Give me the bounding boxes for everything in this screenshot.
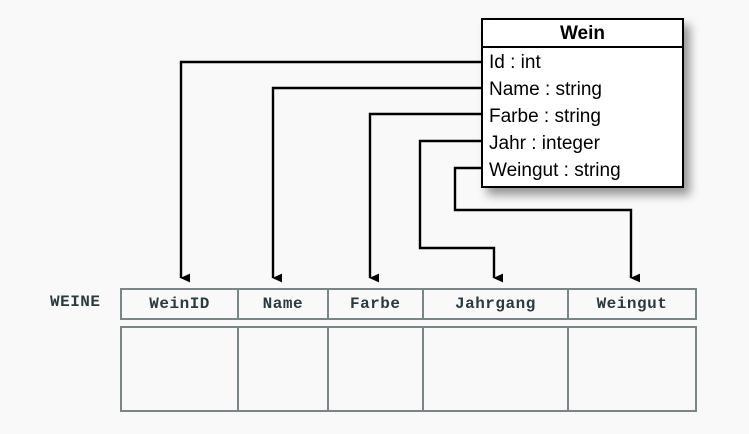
class-attribute: Farbe : string bbox=[489, 106, 601, 127]
relation-header-row: WeinID Name Farbe Jahrgang Weingut bbox=[120, 288, 697, 320]
column-header-name[interactable]: Name bbox=[239, 290, 329, 318]
table-cell-farbe[interactable] bbox=[329, 328, 424, 410]
class-attribute: Weingut : string bbox=[489, 160, 621, 181]
class-attribute-list: Id : int Name : string Farbe : string Ja… bbox=[483, 48, 682, 184]
uml-class-box[interactable]: Wein Id : int Name : string Farbe : stri… bbox=[481, 18, 684, 188]
column-header-farbe[interactable]: Farbe bbox=[329, 290, 424, 318]
column-header-weinid[interactable]: WeinID bbox=[122, 290, 240, 318]
table-cell-weingut[interactable] bbox=[569, 328, 695, 410]
relation-name-label: WEINE bbox=[50, 293, 101, 311]
class-attribute: Name : string bbox=[489, 79, 602, 100]
column-header-jahrgang[interactable]: Jahrgang bbox=[424, 290, 569, 318]
connector-weingut-to-weingut bbox=[453, 166, 641, 283]
connector-jahr-to-jahrgang bbox=[418, 139, 504, 283]
connector-id-to-weinid bbox=[179, 60, 481, 283]
table-cell-weinid[interactable] bbox=[122, 328, 240, 410]
table-cell-jahrgang[interactable] bbox=[424, 328, 569, 410]
connector-farbe-to-farbe bbox=[368, 112, 481, 283]
class-name: Wein bbox=[483, 20, 682, 48]
table-row bbox=[120, 326, 697, 412]
connector-name-to-name bbox=[271, 86, 481, 283]
class-attribute: Id : int bbox=[489, 52, 541, 73]
class-attribute: Jahr : integer bbox=[489, 133, 600, 154]
table-cell-name[interactable] bbox=[239, 328, 329, 410]
column-header-weingut[interactable]: Weingut bbox=[596, 295, 668, 313]
